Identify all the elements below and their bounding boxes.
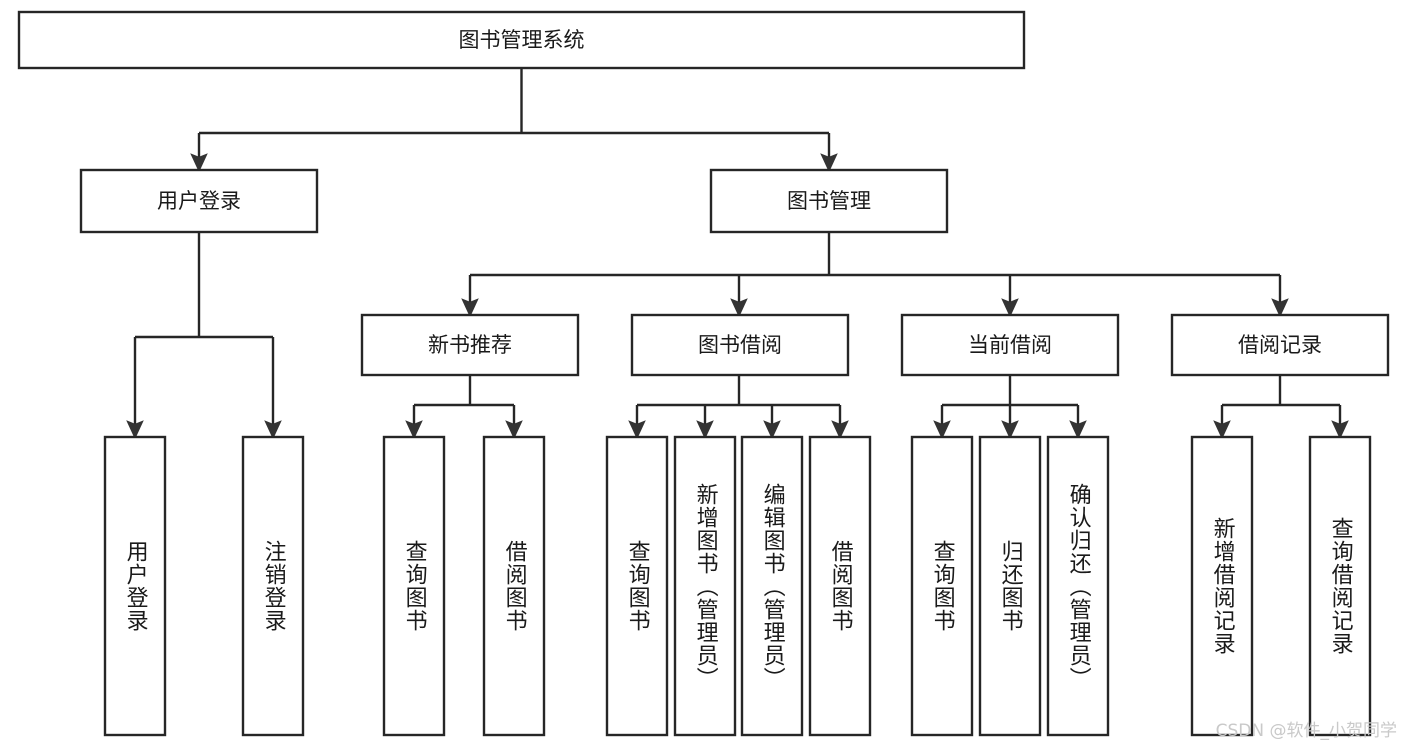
node-leaf-edit-book-box[interactable] (740, 435, 804, 737)
node-book-manage-label: 图书管理 (787, 189, 871, 213)
node-new-book-rec-label: 新书推荐 (428, 333, 512, 357)
connector-group (126, 68, 1349, 440)
node-leaf-user-login-box[interactable] (103, 435, 167, 737)
node-root-label: 图书管理系统 (459, 28, 585, 52)
node-leaf-user-logout-box[interactable] (241, 435, 305, 737)
leaf-box-group (103, 435, 1372, 737)
node-new-book-rec-box[interactable] (360, 313, 580, 377)
node-root-box[interactable] (17, 10, 1026, 70)
node-leaf-query-book-3-box[interactable] (910, 435, 974, 737)
node-user-login-label: 用户登录 (157, 189, 241, 213)
node-borrow-record-box[interactable] (1170, 313, 1390, 377)
node-leaf-confirm-return-box[interactable] (1046, 435, 1110, 737)
node-book-manage-box[interactable] (709, 168, 949, 234)
node-leaf-query-record-box[interactable] (1308, 435, 1372, 737)
node-leaf-add-record-box[interactable] (1190, 435, 1254, 737)
node-user-login[interactable]: 用户登录 (79, 168, 319, 234)
node-borrow-record-label: 借阅记录 (1238, 333, 1322, 357)
node-borrow-record[interactable]: 借阅记录 (1170, 313, 1390, 377)
csdn-watermark: CSDN @软件_小贺同学 (1215, 721, 1397, 741)
node-leaf-query-book-1-box[interactable] (382, 435, 446, 737)
node-book-borrow-label: 图书借阅 (698, 333, 782, 357)
node-user-login-box[interactable] (79, 168, 319, 234)
node-leaf-return-book-box[interactable] (978, 435, 1042, 737)
node-current-borrow[interactable]: 当前借阅 (900, 313, 1120, 377)
node-new-book-rec[interactable]: 新书推荐 (360, 313, 580, 377)
node-leaf-borrow-book-2-box[interactable] (808, 435, 872, 737)
node-root[interactable]: 图书管理系统 (17, 10, 1026, 70)
node-leaf-add-book-box[interactable] (673, 435, 737, 737)
node-book-borrow[interactable]: 图书借阅 (630, 313, 850, 377)
node-leaf-borrow-book-1-box[interactable] (482, 435, 546, 737)
node-current-borrow-label: 当前借阅 (968, 333, 1052, 357)
node-leaf-query-book-2-box[interactable] (605, 435, 669, 737)
node-book-borrow-box[interactable] (630, 313, 850, 377)
node-current-borrow-box[interactable] (900, 313, 1120, 377)
node-book-manage[interactable]: 图书管理 (709, 168, 949, 234)
